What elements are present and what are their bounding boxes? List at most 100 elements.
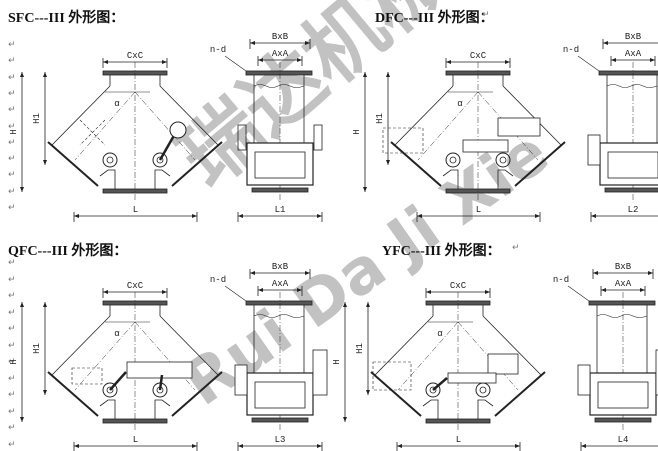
dim-bxb-label: BxB xyxy=(272,262,289,272)
side-bottom-flange xyxy=(251,187,309,193)
outlet-right-flange xyxy=(171,141,223,187)
actuator-right xyxy=(312,349,328,396)
title-sfc: SFC---III 外形图： xyxy=(8,11,125,26)
outlet-left-leg xyxy=(442,169,459,190)
dim-axa-label: AxA xyxy=(625,49,642,59)
dim-h-label: H xyxy=(332,359,342,364)
dim-nd-label: n-d xyxy=(210,45,226,55)
side-bottom-flange xyxy=(594,417,652,423)
dim-l-label: L xyxy=(133,435,138,445)
paragraph-mark: ↵ xyxy=(8,88,16,99)
actuator-cylinder xyxy=(462,139,509,153)
outlet-left-flange xyxy=(390,141,442,187)
shaft-bearing xyxy=(495,152,511,168)
alpha-label: α xyxy=(114,329,120,339)
shaft xyxy=(106,386,114,394)
dim-h-label: H xyxy=(9,359,19,364)
dim-l-label: L xyxy=(133,205,138,215)
flow-line-right xyxy=(134,91,196,161)
paragraph-mark: ↵ xyxy=(8,324,16,334)
shaft xyxy=(499,156,507,164)
paragraph-mark: ↵ xyxy=(8,357,16,367)
limit-switch-right xyxy=(313,124,323,151)
dim-h1-label: H1 xyxy=(355,343,365,354)
outlet-left-leg xyxy=(99,169,116,190)
paragraph-mark: ↵ xyxy=(8,307,16,318)
body-right-wall xyxy=(159,85,219,146)
counterweight xyxy=(169,121,187,139)
lever-arm xyxy=(109,371,127,391)
dim-l-label: L xyxy=(456,435,461,445)
dim-h-label: H xyxy=(352,129,362,134)
outlet-right-leg xyxy=(154,399,171,420)
dim-axa-arrows xyxy=(611,58,655,62)
valve-box-window xyxy=(607,151,658,179)
title-qfc: QFC---III 外形图： xyxy=(8,244,128,259)
flow-line-left xyxy=(417,91,479,161)
outlet-right-flange xyxy=(171,371,223,417)
side-bottom-flange xyxy=(251,417,309,423)
dim-bxb-label: BxB xyxy=(272,32,289,42)
body-left-wall xyxy=(51,85,111,146)
nd-leader xyxy=(567,285,590,302)
outlet-left-flange xyxy=(47,141,99,187)
dim-h1-label: H1 xyxy=(32,343,42,354)
dim-side-l-arrows xyxy=(591,214,596,218)
outlet-right-leg xyxy=(154,169,171,190)
dim-h-label: H xyxy=(9,129,19,134)
paragraph-mark: ↵ xyxy=(8,291,16,301)
dim-axa-label: AxA xyxy=(272,279,289,289)
dim-l-label: L xyxy=(476,205,481,215)
outlet-left-flange xyxy=(47,371,99,417)
valve-box-window xyxy=(254,151,306,179)
side-top-flange xyxy=(245,300,313,306)
valve-box xyxy=(599,142,658,186)
flow-line-left xyxy=(74,321,136,391)
paragraph-mark: ↵ xyxy=(8,203,16,213)
shaft xyxy=(106,156,114,164)
actuator-left xyxy=(577,364,591,396)
dim-h1-label: H1 xyxy=(375,113,385,124)
valve-box xyxy=(246,372,314,416)
side-top-flange xyxy=(588,300,656,306)
paragraph-mark: ↵ xyxy=(8,406,16,417)
side-top-flange xyxy=(598,70,658,76)
outlet-right-flange xyxy=(494,371,546,417)
paragraph-mark: ↵ xyxy=(8,274,16,285)
nd-leader xyxy=(224,285,247,302)
cylinder-alt-position xyxy=(71,367,103,385)
lever-alt-position xyxy=(79,119,106,146)
dim-nd-label: n-d xyxy=(563,45,579,55)
shaft-bearing xyxy=(475,382,491,398)
limit-switch-left xyxy=(237,124,247,151)
motor-alt-position xyxy=(382,127,424,154)
dim-side-l-label: L2 xyxy=(628,205,639,215)
dim-axa-label: AxA xyxy=(272,49,289,59)
body-right-wall xyxy=(502,85,562,146)
lever-arm xyxy=(432,377,448,391)
dim-nd-label: n-d xyxy=(553,275,569,285)
shaft xyxy=(449,156,457,164)
shaft-bearing xyxy=(102,152,118,168)
side-top-flange xyxy=(245,70,313,76)
alpha-label: α xyxy=(437,329,443,339)
dim-side-l-label: L4 xyxy=(618,435,629,445)
dim-axa-arrows xyxy=(258,58,302,62)
alpha-label: α xyxy=(114,99,120,109)
body-left-wall xyxy=(374,315,434,376)
dim-cxc-label: CxC xyxy=(470,51,487,61)
actuator-left xyxy=(587,134,601,166)
body-right-wall xyxy=(482,315,542,376)
flow-line-left xyxy=(397,321,459,391)
paragraph-mark: ↵ xyxy=(8,170,16,181)
outlet-right-leg xyxy=(477,399,494,420)
dim-side-l-label: L1 xyxy=(275,205,286,215)
dim-cxc-label: CxC xyxy=(127,281,144,291)
side-view-sfc: BxB AxA n-dL1 xyxy=(210,32,323,222)
paragraph-mark: ↵ xyxy=(482,10,490,20)
